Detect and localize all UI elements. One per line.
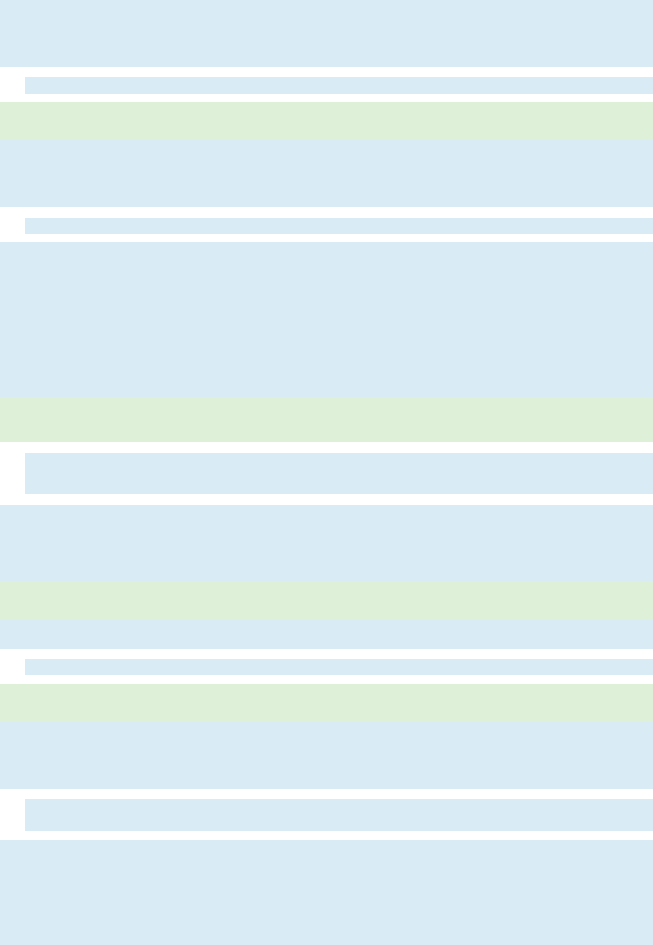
blue-block-7 [0, 840, 653, 945]
blue-block-2 [0, 140, 653, 207]
blue-block-3 [0, 242, 653, 397]
blue-block-6 [0, 722, 653, 789]
blue-indented-block-4 [25, 659, 653, 675]
green-block-4 [0, 684, 653, 722]
blue-block-4 [0, 505, 653, 581]
blue-indented-block-1 [25, 77, 653, 94]
blue-indented-block-2 [25, 218, 653, 234]
blue-indented-block-3 [25, 453, 653, 494]
blue-block-5 [0, 620, 653, 649]
blue-indented-block-5 [25, 799, 653, 831]
blue-block-1 [0, 0, 653, 67]
green-block-1 [0, 102, 653, 140]
green-block-3 [0, 581, 653, 620]
green-block-2 [0, 397, 653, 442]
